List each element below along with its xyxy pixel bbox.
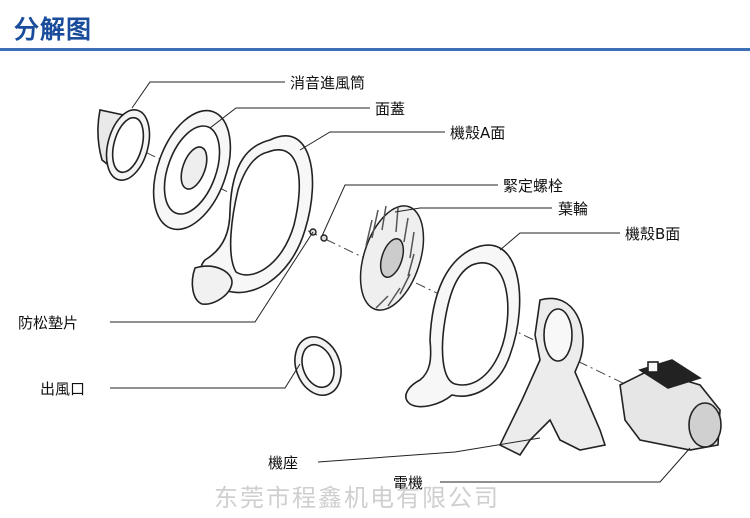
label-intake-duct: 消音進風筒	[290, 74, 366, 92]
leader-housing-a	[299, 131, 445, 151]
label-housing-b: 機殼B面	[625, 225, 681, 243]
label-base: 機座	[268, 454, 299, 472]
leader-outlet	[110, 363, 301, 389]
leader-anti-loosen-washer	[110, 231, 314, 323]
label-impeller: 葉輪	[558, 200, 589, 218]
leader-housing-b	[499, 232, 620, 251]
leader-impeller	[394, 207, 552, 213]
title-divider	[0, 48, 750, 51]
outlet-part	[294, 336, 342, 396]
leader-base	[317, 437, 541, 463]
assembly-axis	[109, 134, 721, 431]
housing-a-part	[191, 135, 314, 305]
base-part	[498, 297, 607, 457]
leader-face-cover	[209, 107, 370, 129]
face-cover-part	[152, 109, 232, 231]
label-set-screw: 緊定螺栓	[503, 177, 564, 195]
label-face-cover: 面蓋	[375, 100, 406, 118]
leader-motor	[440, 447, 691, 483]
housing-b-part	[405, 244, 521, 408]
impeller-part	[359, 205, 425, 311]
intake-duct-part	[97, 109, 151, 181]
label-anti-loosen-washer: 防松墊片	[18, 314, 79, 332]
motor-part	[619, 359, 722, 451]
page-title: 分解图	[14, 15, 93, 44]
label-motor: 電機	[393, 474, 424, 492]
leader-intake-duct	[131, 81, 285, 109]
label-housing-a: 機殼A面	[450, 124, 506, 142]
watermark-company-name: 东莞市程鑫机电有限公司	[214, 484, 500, 512]
label-outlet: 出風口	[40, 380, 86, 398]
leader-lines	[110, 81, 691, 483]
leader-set-screw	[321, 184, 498, 237]
